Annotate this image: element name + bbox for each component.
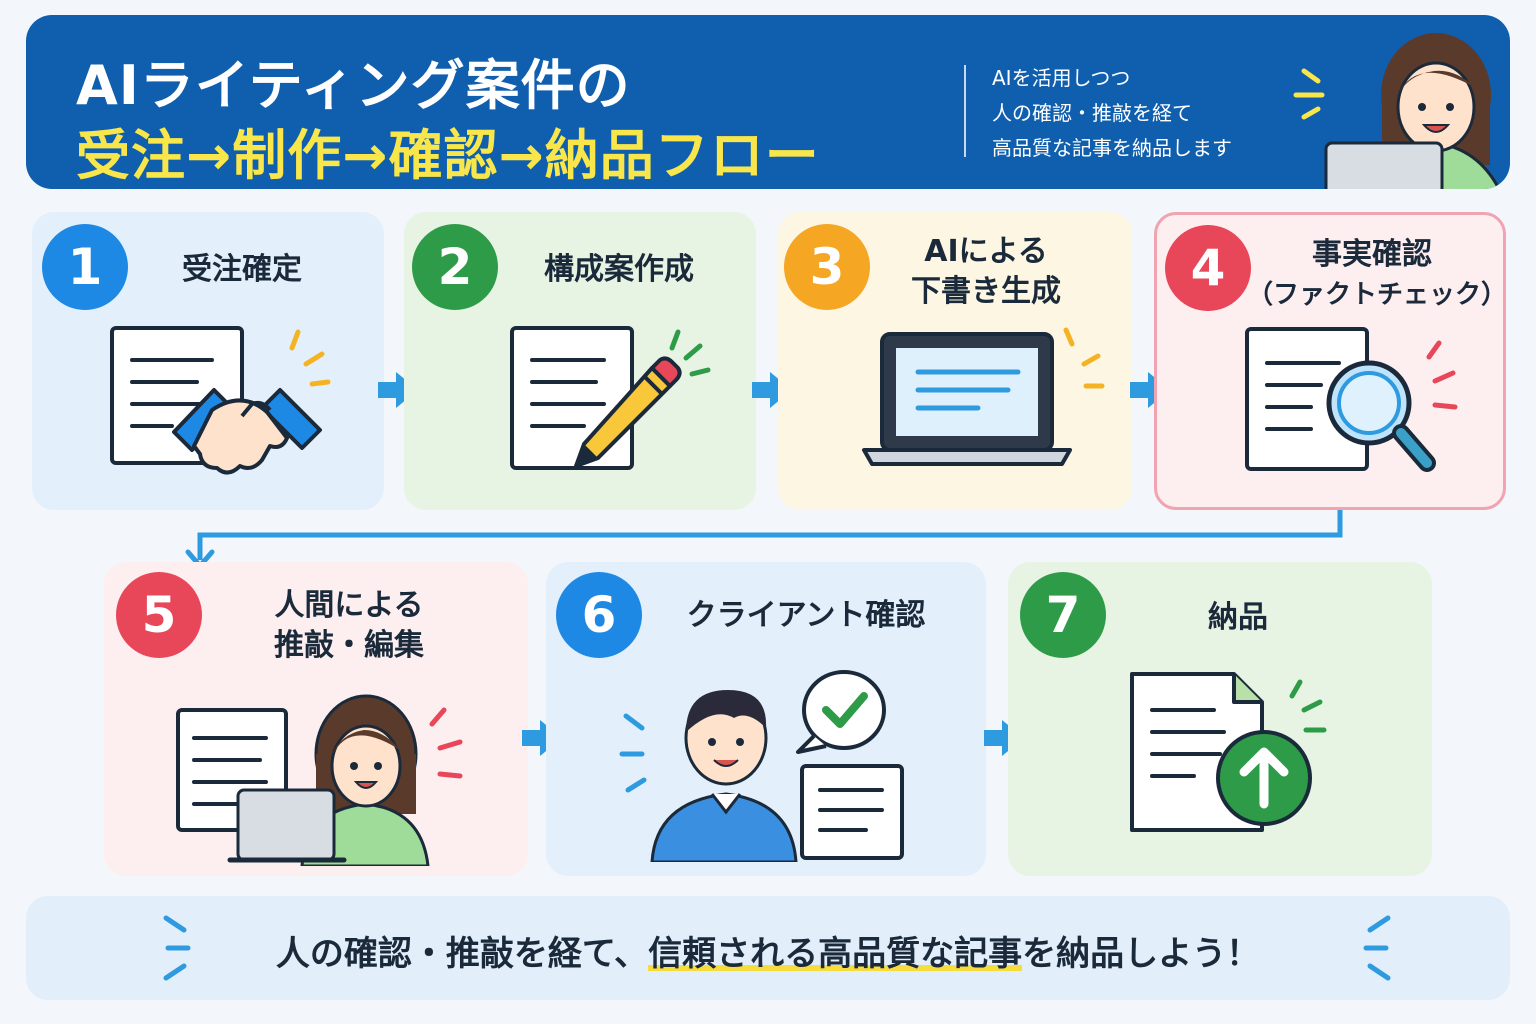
step-1-label-line-1: 受注確定 [182,252,302,287]
footer-banner: 人の確認・推敲を経て、信頼される高品質な記事を納品しよう！ [26,896,1510,1000]
step-card-6: 6 クライアント確認 [546,562,986,876]
title-line-1: AIライティング案件の [76,54,631,117]
step-2-label-line-1: 構成案作成 [544,252,694,287]
writer-avatar-icon [1324,33,1501,189]
footer-text-before: 人の確認・推敲を経て、 [275,934,649,974]
step-card-1: 1 受注確定 [32,212,384,510]
handshake-icon [110,326,331,475]
step-number-5: 5 [116,572,202,658]
step-label-7: 納品 [1138,598,1338,638]
step-5-label-line-2: 推敲・編集 [274,628,424,663]
flow-arrow-2-3 [750,368,794,416]
flow-arrow-6-7 [982,716,1026,764]
header-banner: AIライティング案件の 受注→制作→確認→納品フロー AIを活用しつつ 人の確認… [26,15,1510,189]
step-4-label-line-1: 事実確認 [1312,237,1432,272]
header-subtitle: AIを活用しつつ 人の確認・推敲を経て 高品質な記事を納品します [992,61,1232,166]
step-card-2: 2 構成案作成 [404,212,756,510]
client-check-icon [619,670,904,862]
flow-arrow-3-4 [1128,368,1172,416]
pencil-document-icon [510,326,711,470]
step-3-label-line-2: 下書き生成 [911,274,1061,309]
flow-arrow-5-6 [520,716,564,764]
footer-message: 人の確認・推敲を経て、信頼される高品質な記事を納品しよう！ [26,926,1510,975]
step-card-5: 5 人間による 推敲・編集 [104,562,528,876]
step-label-3: AIによる 下書き生成 [878,232,1094,312]
step-card-3: 3 AIによる 下書き生成 [778,212,1132,510]
step-card-4: 4 事実確認 （ファクトチェック） [1154,212,1508,510]
step-7-label-line-1: 納品 [1208,600,1268,635]
step-card-7: 7 納品 [1008,562,1432,876]
header-divider [964,65,966,157]
step-label-4: 事実確認 （ファクトチェック） [1247,235,1508,315]
subtitle-line-3: 高品質な記事を納品します [992,136,1232,160]
title-line-2: 受注→制作→確認→納品フロー [76,124,820,187]
step-label-5: 人間による 推敲・編集 [234,586,464,666]
step-number-3: 3 [784,224,870,310]
flow-arrow-1-2 [376,368,420,416]
upload-document-icon [1130,672,1327,832]
laptop-icon [862,327,1105,466]
step-number-1: 1 [42,224,128,310]
subtitle-line-2: 人の確認・推敲を経て [992,101,1192,125]
step-label-6: クライアント確認 [656,596,956,636]
footer-text-highlight: 信頼される高品質な記事 [648,934,1023,974]
step-4-label-line-2: （ファクトチェック） [1247,280,1508,310]
step-5-label-line-1: 人間による [274,588,424,623]
step-number-6: 6 [556,572,642,658]
sparkle-icon [1293,68,1325,120]
step-number-2: 2 [412,224,498,310]
subtitle-line-1: AIを活用しつつ [992,66,1131,90]
step-number-7: 7 [1020,572,1106,658]
step-number-4: 4 [1165,225,1251,311]
step-label-1: 受注確定 [132,250,352,290]
step-6-label-line-1: クライアント確認 [686,598,926,633]
editor-person-icon [176,694,463,866]
step-label-2: 構成案作成 [504,250,734,290]
footer-sparkle-left-icon [163,915,191,981]
footer-text-after: を納品しよう！ [1022,934,1261,974]
magnifier-icon [1245,327,1458,472]
footer-sparkle-right-icon [1363,915,1391,981]
step-3-label-line-1: AIによる [924,234,1048,269]
